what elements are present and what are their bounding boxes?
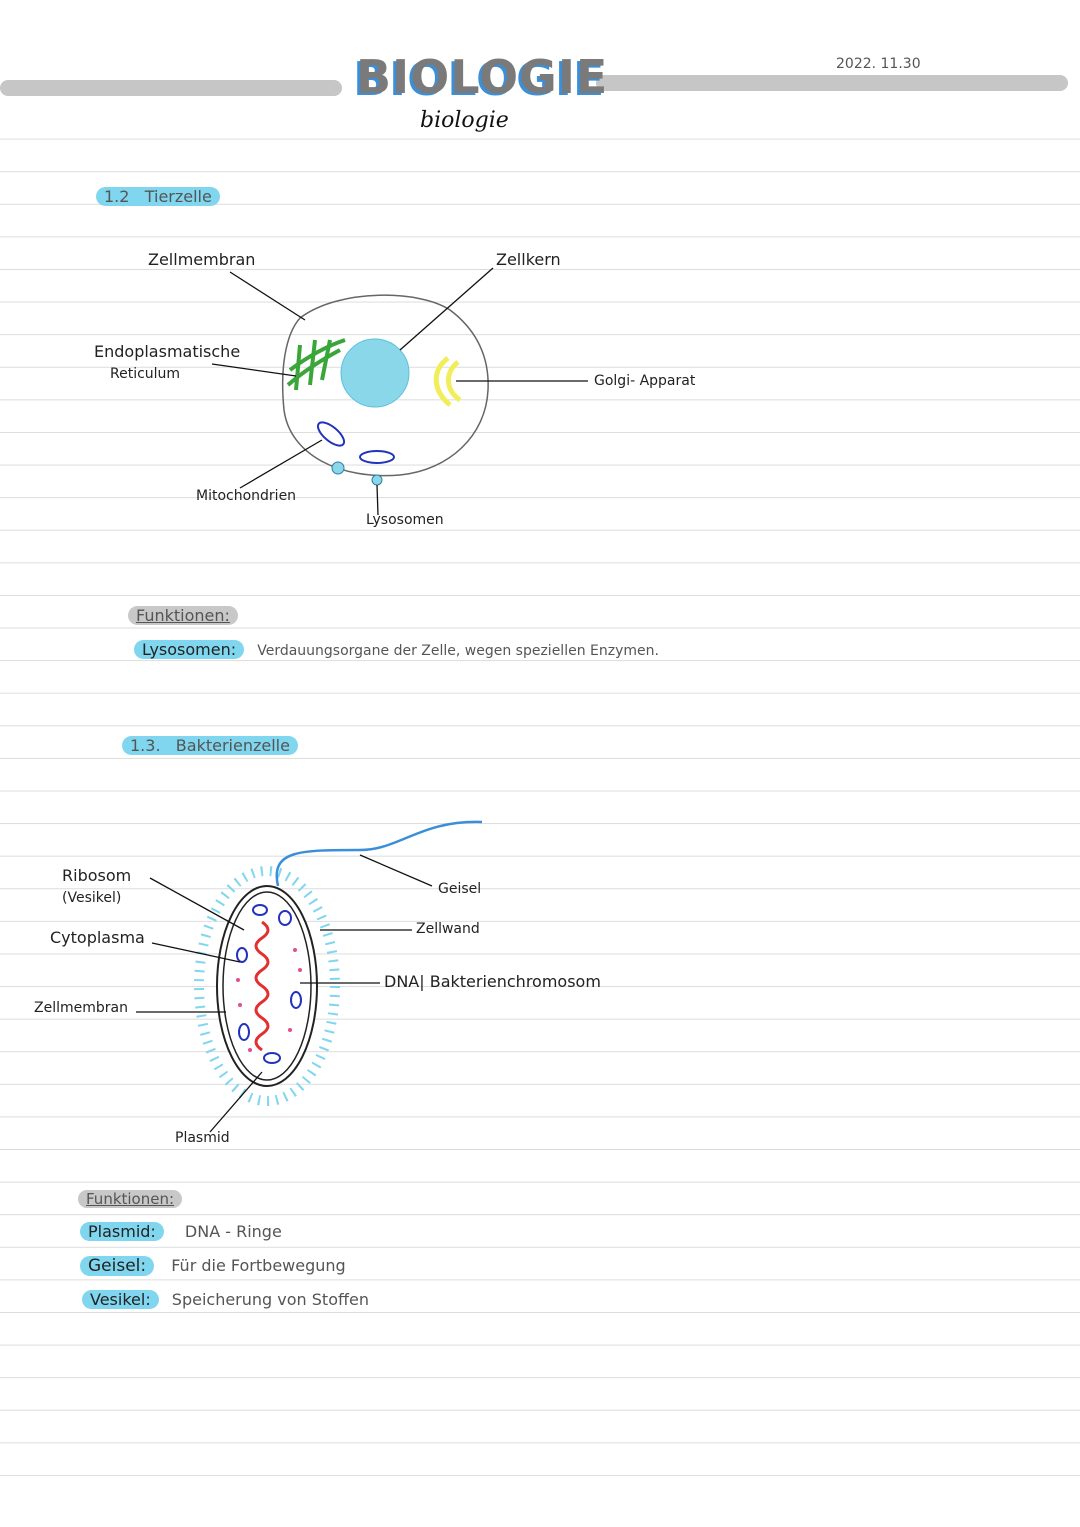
nucleus bbox=[340, 338, 410, 408]
label-er-2: Reticulum bbox=[110, 366, 181, 382]
leader-lines bbox=[136, 854, 433, 1133]
label-cytoplasma: Cytoplasma bbox=[50, 928, 145, 947]
function-term: Lysosomen: bbox=[134, 640, 245, 659]
cell-membrane bbox=[222, 891, 312, 1081]
function-row: Vesikel: Speicherung von Stoffen bbox=[82, 1290, 369, 1309]
functions-heading-bacteria: Funktionen: bbox=[78, 1190, 183, 1208]
function-row: Lysosomen: Verdauungsorgane der Zelle, w… bbox=[134, 640, 659, 659]
function-term: Vesikel: bbox=[82, 1290, 159, 1309]
function-row: Geisel: Für die Fortbewegung bbox=[80, 1256, 346, 1276]
header-bar-left bbox=[0, 80, 342, 96]
dna-chromosome bbox=[254, 920, 270, 1052]
function-desc: Für die Fortbewegung bbox=[171, 1256, 346, 1275]
lysosome bbox=[371, 474, 383, 486]
label-dna: DNA| Bakterienchromosom bbox=[384, 972, 601, 991]
section-heading-bacteria: 1.3. Bakterienzelle bbox=[122, 736, 298, 755]
bacteria-cell-diagram bbox=[136, 820, 483, 1133]
label-plasmid: Plasmid bbox=[175, 1130, 230, 1146]
label-vesikel: (Vesikel) bbox=[62, 890, 122, 906]
ruled-lines bbox=[0, 107, 1080, 1487]
pili bbox=[194, 866, 340, 1106]
page-title-script: biologie bbox=[420, 108, 509, 133]
vesicles bbox=[236, 948, 302, 1052]
function-row: Plasmid: DNA - Ringe bbox=[80, 1222, 282, 1241]
mitochondrion bbox=[359, 450, 395, 464]
header-bar-right bbox=[596, 75, 1068, 91]
functions-heading-animal: Funktionen: bbox=[128, 606, 238, 625]
label-zellkern: Zellkern bbox=[496, 250, 561, 269]
section-title: Bakterienzelle bbox=[175, 736, 290, 755]
label-ribosom: Ribosom bbox=[62, 866, 132, 885]
label-geisel: Geisel bbox=[438, 881, 482, 897]
lysosome bbox=[331, 461, 345, 475]
function-desc: DNA - Ringe bbox=[184, 1222, 282, 1241]
section-number: 1.3. bbox=[130, 736, 161, 755]
label-zellwand: Zellwand bbox=[416, 921, 480, 937]
function-term: Plasmid: bbox=[80, 1222, 164, 1241]
label-mitochondrien: Mitochondrien bbox=[196, 488, 297, 504]
ribosomes bbox=[236, 904, 302, 1064]
label-zellmembran-bacteria: Zellmembran bbox=[34, 1000, 128, 1016]
label-golgi: Golgi- Apparat bbox=[594, 373, 696, 389]
mitochondrion bbox=[316, 421, 346, 447]
animal-cell-diagram bbox=[211, 267, 588, 516]
cell-membrane bbox=[281, 294, 489, 477]
date: 2022. 11.30 bbox=[836, 56, 921, 72]
function-desc: Verdauungsorgane der Zelle, wegen spezie… bbox=[257, 643, 659, 659]
label-er-1: Endoplasmatische bbox=[94, 342, 241, 361]
section-heading-animal: 1.2 Tierzelle bbox=[96, 187, 220, 206]
leader-lines bbox=[211, 267, 588, 516]
section-number: 1.2 bbox=[104, 187, 130, 206]
function-term: Geisel: bbox=[80, 1256, 155, 1276]
page-title: BIOLOGIE bbox=[356, 50, 609, 104]
flagellum bbox=[275, 820, 483, 887]
function-desc: Speicherung von Stoffen bbox=[171, 1290, 369, 1309]
label-zellmembran: Zellmembran bbox=[148, 250, 256, 269]
endoplasmic-reticulum bbox=[286, 338, 346, 391]
golgi-apparatus bbox=[433, 356, 462, 407]
section-title: Tierzelle bbox=[144, 187, 212, 206]
label-lysosomen: Lysosomen bbox=[366, 512, 444, 528]
